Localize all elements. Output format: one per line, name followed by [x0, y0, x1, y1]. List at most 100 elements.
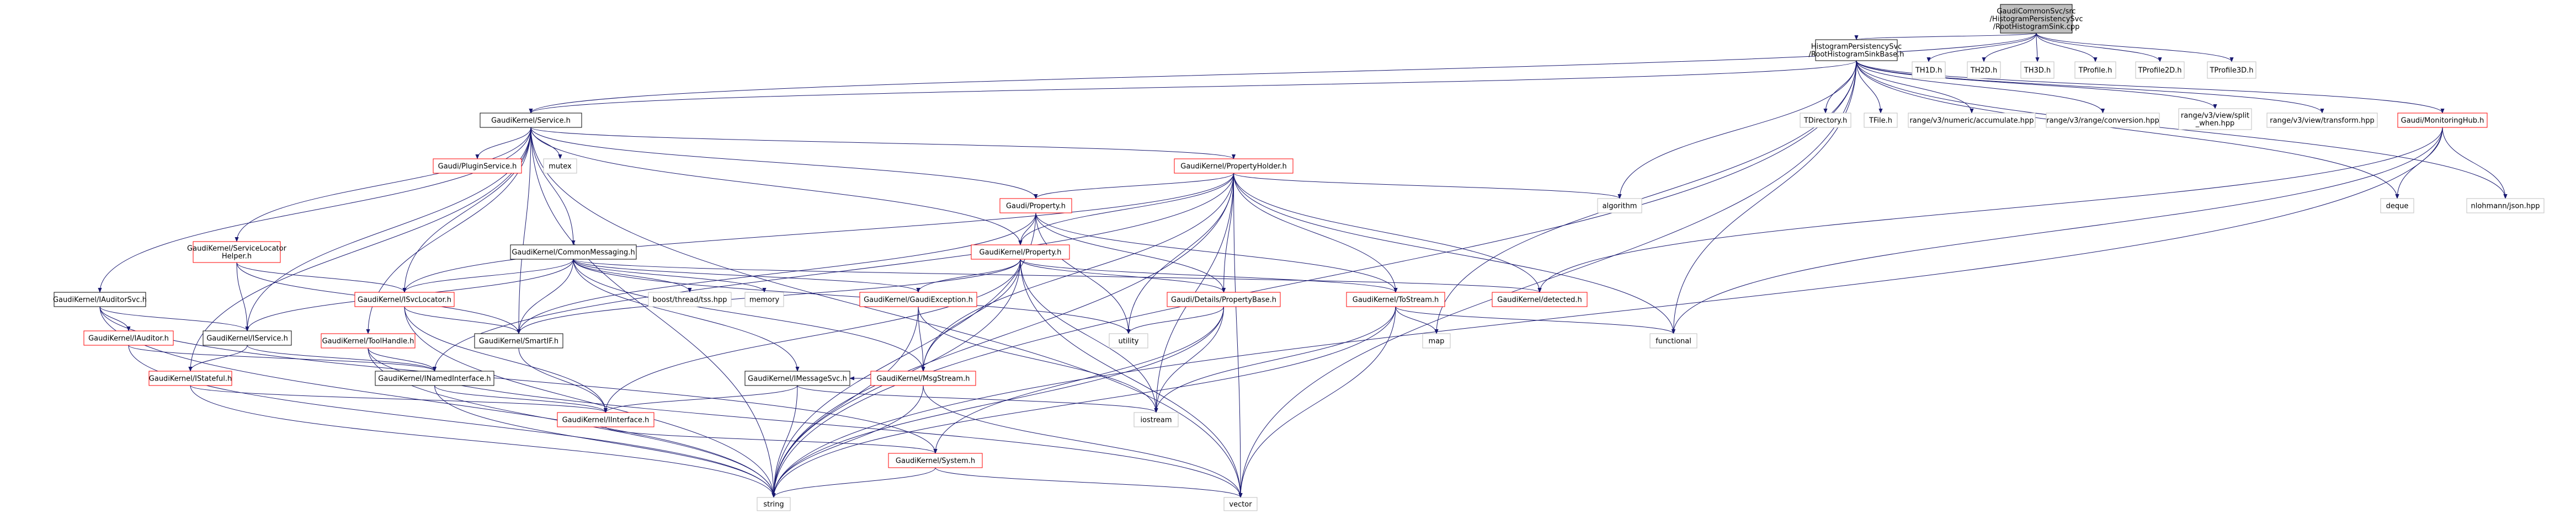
- node-gproperty[interactable]: Gaudi/Property.h: [999, 198, 1072, 213]
- node-box-istateful: [148, 371, 232, 386]
- node-label-functional: functional: [1656, 338, 1691, 346]
- node-label-pluginservice: Gaudi/PluginService.h: [438, 163, 517, 171]
- node-box-tfile: [1864, 113, 1898, 128]
- node-system[interactable]: GaudiKernel/System.h: [888, 453, 983, 468]
- node-th2d[interactable]: TH2D.h: [1967, 61, 2001, 79]
- node-box-iauditor: [83, 330, 174, 346]
- node-detected[interactable]: GaudiKernel/detected.h: [1492, 292, 1588, 307]
- node-box-kproperty: [971, 244, 1070, 260]
- node-monhub[interactable]: Gaudi/MonitoringHub.h: [2397, 113, 2488, 128]
- node-conversion[interactable]: range/v3/range/conversion.hpp: [2046, 113, 2160, 128]
- node-kproperty[interactable]: GaudiKernel/Property.h: [971, 244, 1070, 260]
- edge-monhub-to-detected: [1537, 127, 2443, 293]
- node-commonmsg[interactable]: GaudiKernel/CommonMessaging.h: [510, 244, 637, 260]
- node-smartif[interactable]: GaudiKernel/SmartIF.h: [474, 333, 563, 349]
- edge-gproperty-to-kproperty: [1018, 212, 1036, 245]
- edge-root-to-tprofile: [2036, 33, 2098, 62]
- node-msgstream[interactable]: GaudiKernel/MsgStream.h: [870, 371, 976, 386]
- node-algorithm[interactable]: algorithm: [1597, 198, 1642, 213]
- edge-service-to-istateful: [188, 127, 531, 372]
- node-label-msgstream: GaudiKernel/MsgStream.h: [876, 375, 970, 383]
- node-label-vector: vector: [1229, 501, 1252, 509]
- node-label-tostream: GaudiKernel/ToStream.h: [1353, 296, 1439, 304]
- edge-tostream-to-map: [1395, 306, 1439, 334]
- node-imessagesvc[interactable]: GaudiKernel/IMessageSvc.h: [744, 371, 850, 386]
- node-tprofile2d[interactable]: TProfile2D.h: [2135, 61, 2185, 79]
- node-service[interactable]: GaudiKernel/Service.h: [480, 113, 582, 128]
- node-vector[interactable]: vector: [1223, 497, 1258, 511]
- node-root[interactable]: GaudiCommonSvc/src/HistogramPersistencyS…: [1990, 4, 2083, 34]
- node-th1d[interactable]: TH1D.h: [1912, 61, 1946, 79]
- node-rhsb[interactable]: HistogramPersistencySvc/RootHistogramSin…: [1809, 39, 1904, 61]
- edge-service-to-pluginservice: [475, 127, 531, 159]
- node-detailsprop[interactable]: Gaudi/Details/PropertyBase.h: [1167, 292, 1281, 307]
- node-label-string: string: [763, 501, 784, 509]
- node-iauditor[interactable]: GaudiKernel/IAuditor.h: [83, 330, 174, 346]
- node-isvclocator[interactable]: GaudiKernel/ISvcLocator.h: [354, 292, 455, 307]
- node-auditorsvc[interactable]: GaudiKernel/IAuditorSvc.h: [53, 292, 147, 307]
- node-istateful[interactable]: GaudiKernel/IStateful.h: [148, 371, 232, 386]
- node-tfile[interactable]: TFile.h: [1864, 113, 1898, 128]
- node-iinterface[interactable]: GaudiKernel/IInterface.h: [557, 412, 654, 427]
- edge-rhsb-to-tfile: [1856, 60, 1883, 114]
- node-string[interactable]: string: [757, 497, 791, 511]
- node-box-tprofile3d: [2207, 61, 2256, 79]
- node-inamed[interactable]: GaudiKernel/INamedInterface.h: [375, 371, 494, 386]
- edge-rhsb-to-algorithm: [1617, 60, 1857, 199]
- node-json[interactable]: nlohmann/json.hpp: [2466, 198, 2545, 213]
- node-accumulate[interactable]: range/v3/numeric/accumulate.hpp: [1908, 113, 2036, 128]
- edge-service-to-kproperty: [530, 127, 1023, 245]
- edge-servicelocator-to-isvclocator: [236, 262, 407, 293]
- node-iostream[interactable]: iostream: [1133, 412, 1179, 427]
- edge-service-to-vector: [530, 127, 1243, 498]
- edge-imessagesvc-to-iostream: [797, 385, 1158, 413]
- edge-commonmsg-to-smartif: [517, 259, 574, 334]
- node-box-th3d: [2020, 61, 2055, 79]
- node-mutex[interactable]: mutex: [543, 158, 577, 174]
- node-boostthread[interactable]: boost/thread/tss.hpp: [648, 292, 732, 307]
- node-utility[interactable]: utility: [1109, 333, 1148, 349]
- node-box-tprofile2d: [2135, 61, 2185, 79]
- node-toolhandle[interactable]: GaudiKernel/ToolHandle.h: [321, 333, 416, 349]
- node-label-conversion: range/v3/range/conversion.hpp: [2046, 117, 2159, 125]
- node-box-commonmsg: [510, 244, 637, 260]
- node-iservice[interactable]: GaudiKernel/IService.h: [203, 330, 292, 346]
- edge-propholder-to-functional: [1233, 173, 1676, 334]
- node-label-map: map: [1429, 338, 1445, 346]
- node-transform[interactable]: range/v3/view/transform.hpp: [2266, 113, 2378, 128]
- edge-service-to-isvclocator: [402, 127, 531, 293]
- edge-isvclocator-to-iinterface: [404, 306, 608, 413]
- node-tdirectory[interactable]: TDirectory.h: [1800, 113, 1851, 128]
- node-box-imessagesvc: [744, 371, 850, 386]
- edge-kproperty-to-vector: [1020, 259, 1243, 498]
- node-label-commonmsg: GaudiKernel/CommonMessaging.h: [512, 249, 635, 257]
- node-map[interactable]: map: [1422, 333, 1451, 349]
- node-label-inamed: GaudiKernel/INamedInterface.h: [378, 375, 491, 383]
- node-memory[interactable]: memory: [744, 292, 784, 307]
- node-propholder[interactable]: GaudiKernel/PropertyHolder.h: [1174, 158, 1294, 174]
- edge-root-to-th1d: [1926, 33, 2037, 62]
- node-gaudiexception[interactable]: GaudiKernel/GaudiException.h: [859, 292, 977, 307]
- node-tprofile[interactable]: TProfile.h: [2074, 61, 2116, 79]
- node-box-iostream: [1133, 412, 1179, 427]
- edge-propholder-to-string: [771, 173, 1234, 498]
- edge-inamed-to-string: [434, 385, 776, 498]
- edge-iauditor-to-inamed: [128, 345, 437, 372]
- edge-rhsb-to-transform: [1856, 60, 2324, 114]
- node-tprofile3d[interactable]: TProfile3D.h: [2207, 61, 2256, 79]
- node-box-deque: [2380, 198, 2414, 213]
- node-pluginservice[interactable]: Gaudi/PluginService.h: [433, 158, 522, 174]
- node-splitwhen[interactable]: range/v3/view/split_when.hpp: [2178, 108, 2252, 130]
- node-deque[interactable]: deque: [2380, 198, 2414, 213]
- node-tostream[interactable]: GaudiKernel/ToStream.h: [1346, 292, 1445, 307]
- node-label-accumulate: range/v3/numeric/accumulate.hpp: [1909, 117, 2034, 125]
- node-box-rhsb: [1815, 39, 1898, 61]
- node-box-accumulate: [1908, 113, 2036, 128]
- edge-monhub-to-json: [2442, 127, 2508, 199]
- edge-isvclocator-to-smartif: [404, 306, 521, 334]
- node-th3d[interactable]: TH3D.h: [2020, 61, 2055, 79]
- node-functional[interactable]: functional: [1649, 333, 1697, 349]
- edge-monhub-to-string: [771, 127, 2443, 498]
